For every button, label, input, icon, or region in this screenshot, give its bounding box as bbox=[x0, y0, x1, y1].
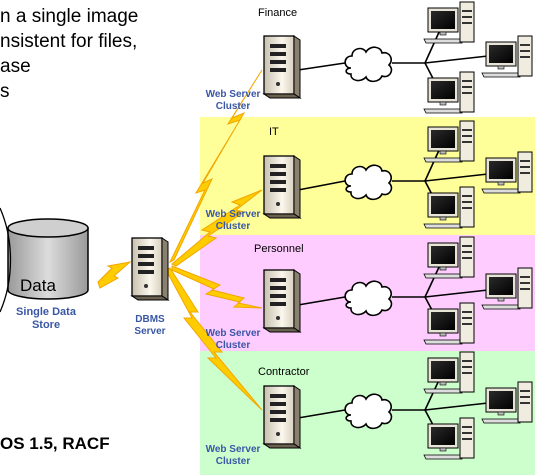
finance-pc-icon-3 bbox=[423, 71, 475, 114]
footer-text: OS 1.5, RACF bbox=[0, 434, 110, 453]
contractor-cloud-icon bbox=[344, 393, 393, 430]
personnel-web-server-icon bbox=[263, 269, 301, 333]
data-store-cylinder bbox=[7, 218, 89, 300]
bullet-line-3: ase bbox=[0, 56, 31, 77]
dbms-server-icon bbox=[131, 237, 169, 301]
zone-label-personnel: Personnel bbox=[254, 243, 304, 255]
zone-label-it: IT bbox=[269, 126, 279, 138]
personnel-cloud-icon bbox=[344, 280, 393, 317]
contractor-web-server-icon bbox=[263, 385, 301, 449]
bullet-line-1: n a single image bbox=[0, 6, 139, 27]
finance-cloud-icon bbox=[344, 46, 393, 83]
bullet-line-4: s bbox=[0, 81, 10, 102]
it-web-server-icon bbox=[263, 155, 301, 219]
data-store-cylinder-label: Data bbox=[20, 276, 56, 295]
zone-label-finance: Finance bbox=[258, 7, 298, 19]
lightning-links bbox=[97, 69, 263, 411]
offscreen-shape-edge bbox=[0, 207, 12, 313]
it-cloud-icon bbox=[344, 164, 393, 201]
finance-web-server-icon bbox=[263, 35, 301, 99]
bullet-line-2: nsistent for files, bbox=[0, 31, 138, 52]
finance-pc-icon-1 bbox=[423, 1, 475, 44]
zone-label-contractor: Contractor bbox=[258, 366, 310, 378]
finance-pc-icon-2 bbox=[481, 35, 533, 78]
